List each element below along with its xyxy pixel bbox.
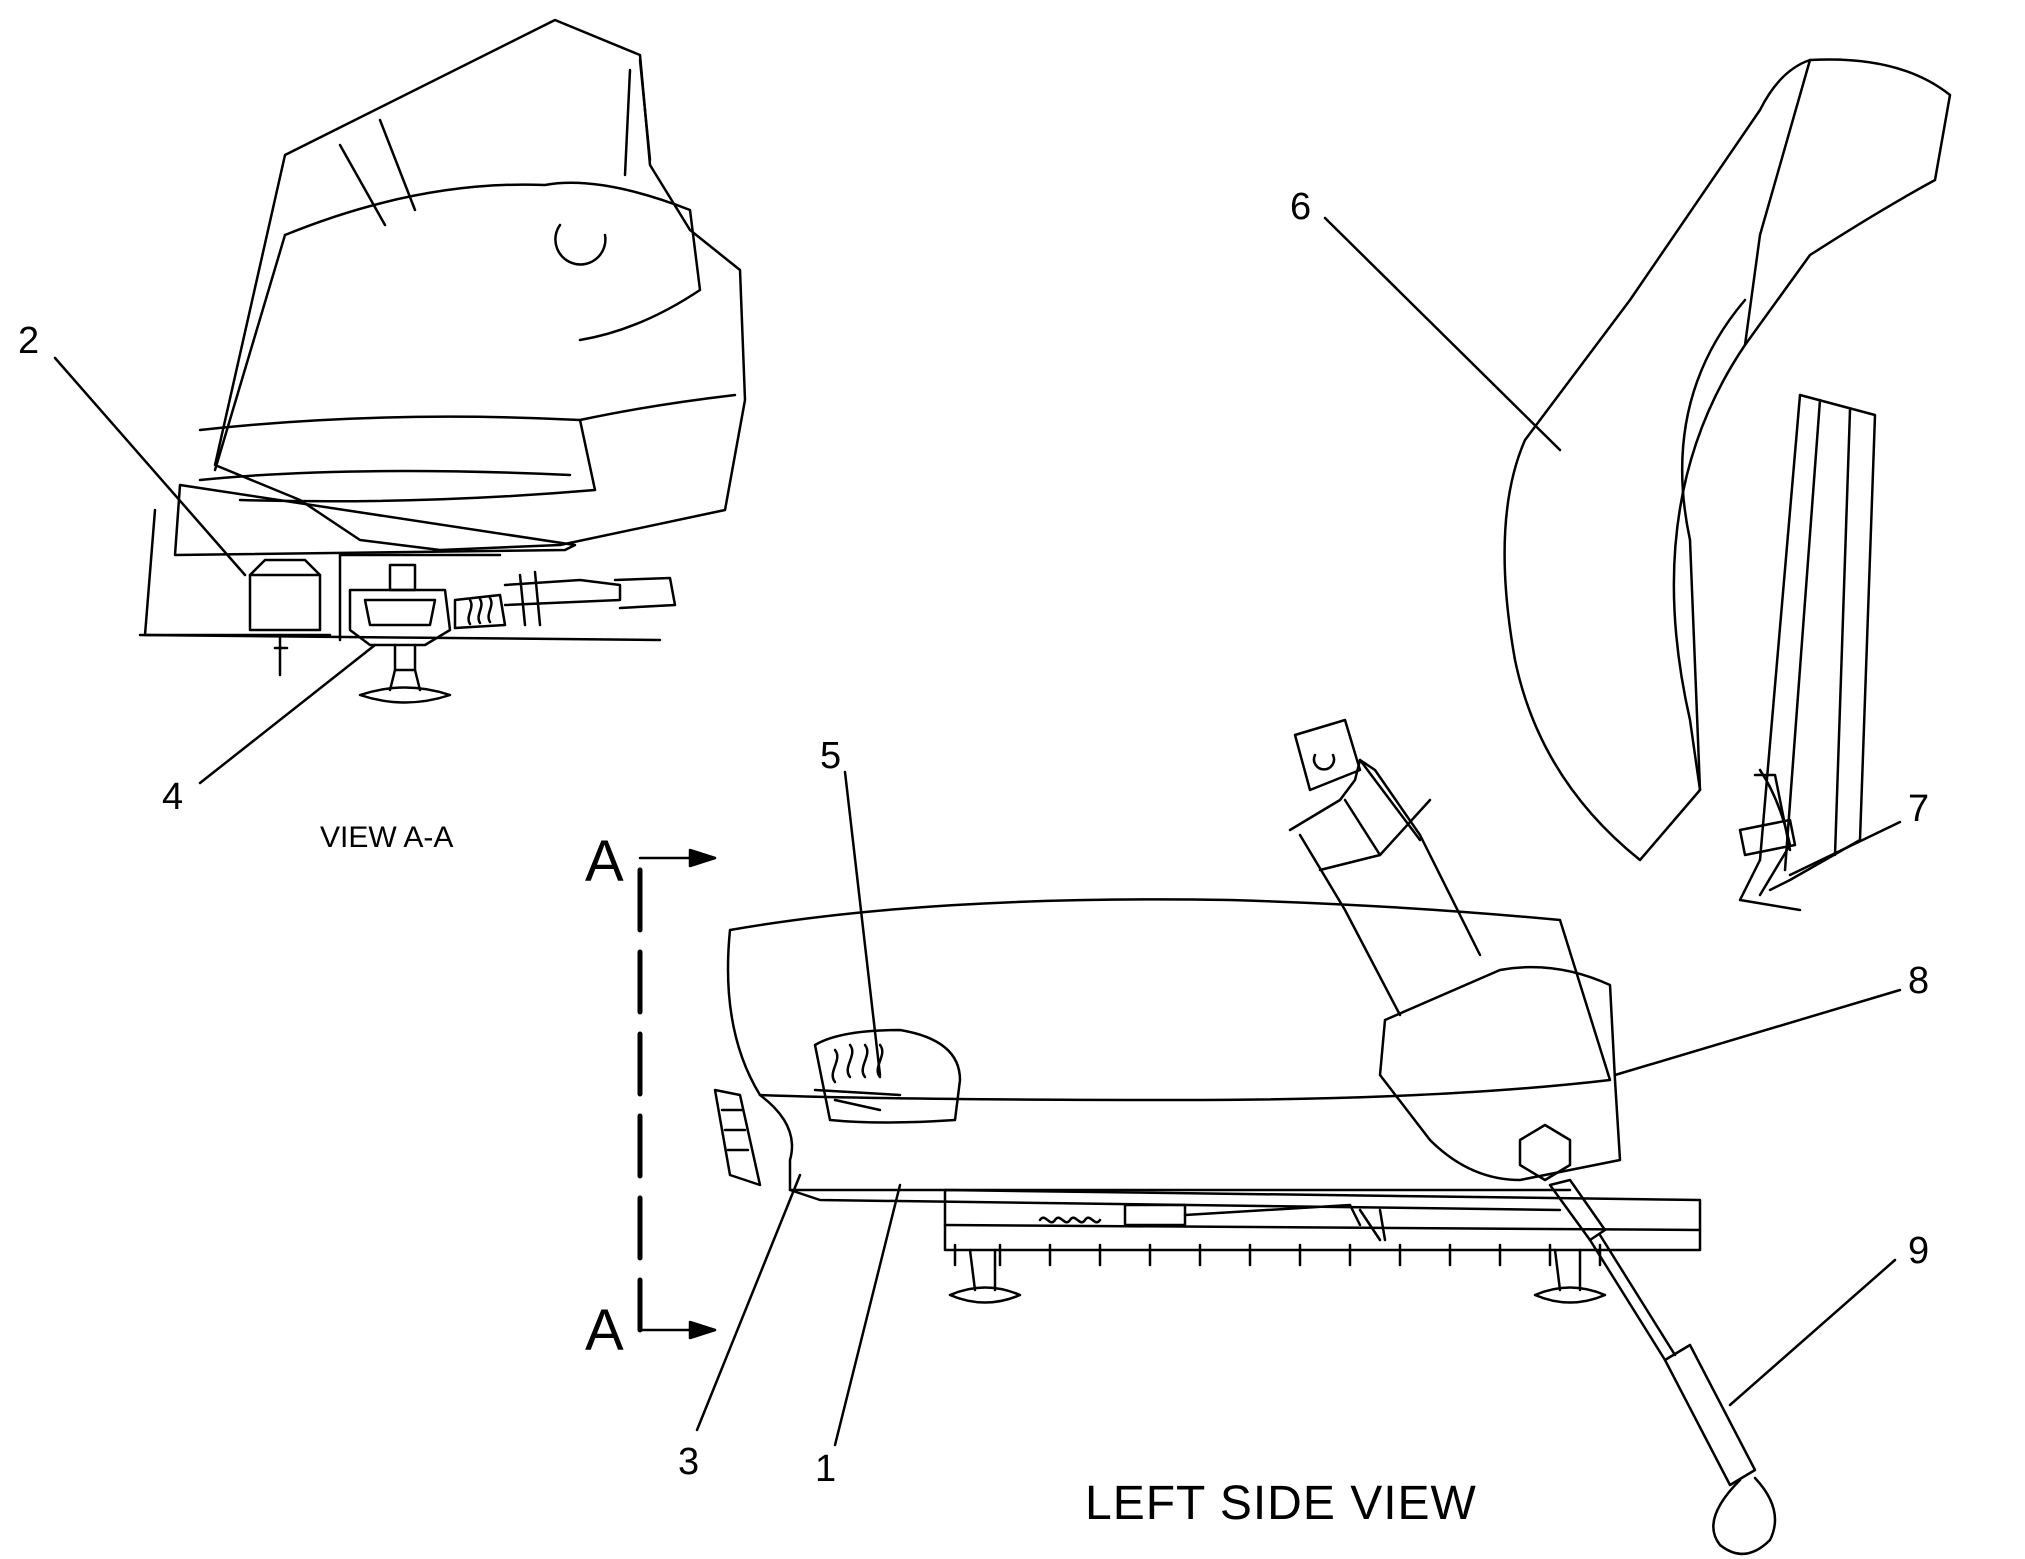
leader-line-4 — [198, 643, 377, 785]
view-aa-title: VIEW A-A — [320, 821, 454, 854]
section-view-seat — [53, 18, 747, 785]
leader-line-9 — [1728, 1258, 1897, 1407]
callout-4: 4 — [162, 776, 184, 818]
callout-8: 8 — [1908, 960, 1930, 1002]
leader-line-2 — [53, 356, 247, 577]
callout-5: 5 — [820, 735, 842, 777]
leader-line-5 — [843, 770, 882, 1077]
leader-line-1 — [833, 1183, 902, 1447]
callout-9: 9 — [1908, 1230, 1930, 1272]
callout-7: 7 — [1908, 788, 1930, 830]
callout-3: 3 — [678, 1441, 700, 1483]
callout-2: 2 — [18, 320, 40, 362]
callout-1: 1 — [815, 1448, 837, 1490]
section-letter-bottom: A — [585, 1298, 624, 1363]
callout-6: 6 — [1290, 186, 1312, 228]
left-side-view-title: LEFT SIDE VIEW — [1085, 1477, 1477, 1530]
leader-line-6 — [1323, 216, 1562, 452]
leader-line-8 — [1613, 988, 1902, 1077]
leader-line-7 — [1788, 820, 1902, 877]
section-letter-top: A — [585, 829, 624, 894]
side-view-seat — [695, 58, 1952, 1555]
leader-line-3 — [695, 1173, 802, 1432]
section-cut-marker — [637, 848, 717, 1340]
